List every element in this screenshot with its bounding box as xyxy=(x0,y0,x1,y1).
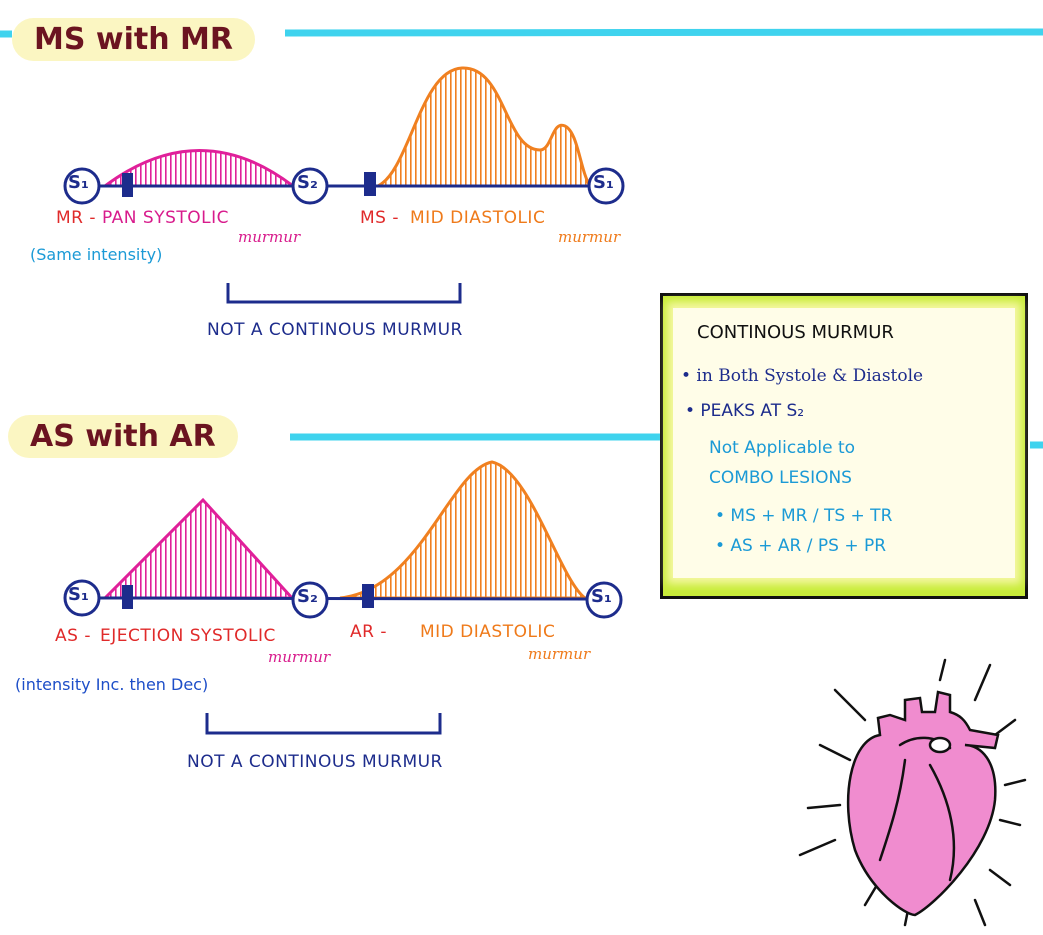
opening-snap-marker xyxy=(364,172,376,196)
s1-circle xyxy=(63,579,101,617)
box-note: Not Applicable to xyxy=(709,438,856,458)
same-intensity-note: (Same intensity) xyxy=(30,245,163,264)
s1-label: S₁ xyxy=(68,584,89,605)
as-prefix: AS - xyxy=(55,626,91,646)
baseline xyxy=(98,596,589,601)
mid-diastolic-label: MID DIASTOLIC xyxy=(420,622,556,642)
combo-item: • MS + MR / TS + TR xyxy=(715,506,893,526)
s1-label: S₁ xyxy=(593,172,614,193)
s2-circle xyxy=(291,581,329,619)
cyan-divider xyxy=(284,28,1043,37)
mid-diastolic-label: MID DIASTOLIC xyxy=(410,208,546,228)
ms-prefix: MS - xyxy=(360,208,399,228)
pansystolic-murmur-shape xyxy=(100,149,298,188)
section-title-ms-mr: MS with MR xyxy=(12,18,255,61)
murmur-label: murmur xyxy=(268,648,331,666)
intensity-note: (intensity Inc. then Dec) xyxy=(15,675,209,694)
middiastolic-murmur-shape xyxy=(339,460,590,600)
section-title-as-ar: AS with AR xyxy=(8,415,238,458)
ar-prefix: AR - xyxy=(350,622,387,642)
murmur-label: murmur xyxy=(528,645,591,663)
not-continuous-note: NOT A CONTINOUS MURMUR xyxy=(187,752,443,772)
s1-circle xyxy=(587,167,625,205)
mr-prefix: MR - xyxy=(56,208,97,228)
continuous-murmur-box: CONTINOUS MURMUR • in Both Systole & Dia… xyxy=(660,293,1028,599)
s1-label: S₁ xyxy=(68,172,89,193)
box-bullet: • in Both Systole & Diastole xyxy=(681,366,924,386)
s1-circle xyxy=(585,581,623,619)
pan-systolic-label: PAN SYSTOLIC xyxy=(102,208,230,228)
marker xyxy=(122,585,133,609)
heart-icon xyxy=(798,658,1027,927)
combo-item: • AS + AR / PS + PR xyxy=(715,536,887,556)
marker xyxy=(362,584,374,608)
s1-circle xyxy=(63,167,101,205)
ejection-systolic-label: EJECTION SYSTOLIC xyxy=(100,626,276,646)
middiastolic-murmur-shape xyxy=(377,66,593,188)
not-continuous-note: NOT A CONTINOUS MURMUR xyxy=(207,320,463,340)
opening-snap-marker xyxy=(122,173,133,197)
bracket xyxy=(205,713,442,735)
s2-label: S₂ xyxy=(297,586,318,607)
murmur-label: murmur xyxy=(558,228,621,246)
box-bullet: • PEAKS AT S₂ xyxy=(685,401,805,421)
s2-label: S₂ xyxy=(297,172,318,193)
box-note: COMBO LESIONS xyxy=(709,468,852,488)
bracket xyxy=(226,283,462,304)
box-title: CONTINOUS MURMUR xyxy=(697,322,894,343)
s2-circle xyxy=(291,167,329,205)
murmur-label: murmur xyxy=(238,228,301,246)
ejection-systolic-murmur-shape xyxy=(101,497,296,600)
s1-label: S₁ xyxy=(591,586,612,607)
